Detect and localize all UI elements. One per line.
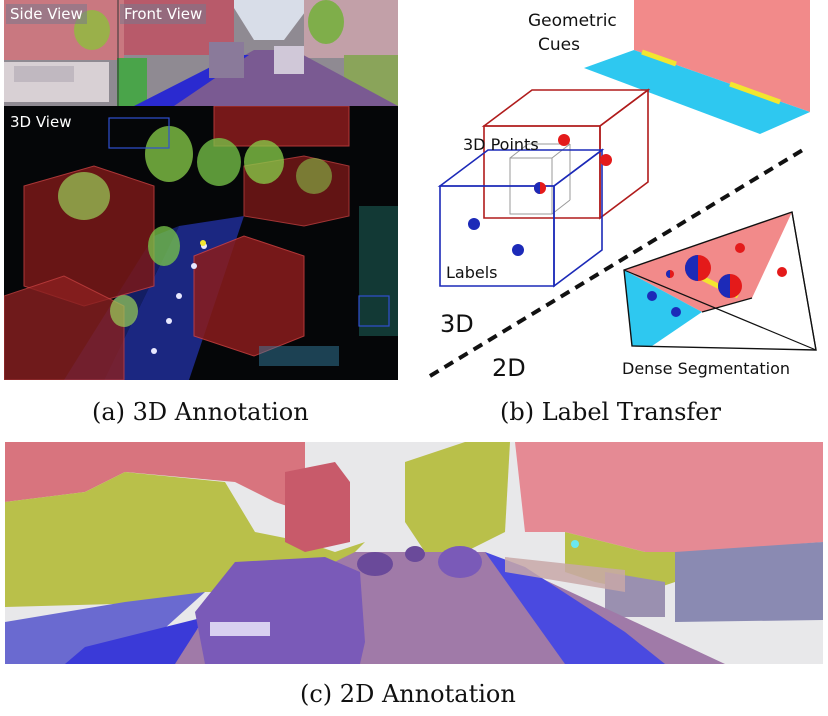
wall-cue <box>634 0 810 112</box>
3d-2d-separator <box>428 146 808 378</box>
main-car <box>195 557 365 664</box>
panel-c-segmentation-image <box>5 442 823 664</box>
dense-seg-label: Dense Segmentation <box>622 359 790 378</box>
geometric-cues-label-1: Geometric <box>528 11 617 31</box>
front-view-label: Front View <box>120 4 207 24</box>
ground-cue <box>584 50 810 134</box>
label-3d: 3D <box>440 310 474 338</box>
3d-view-label: 3D View <box>10 113 72 131</box>
caption-c: (c) 2D Annotation <box>300 680 516 708</box>
dense-segmentation-plane <box>623 211 817 351</box>
points-label: 3D Points <box>463 135 539 154</box>
labels-cube <box>437 148 605 288</box>
points-cube <box>481 88 651 220</box>
caption-a: (a) 3D Annotation <box>92 398 309 426</box>
geometric-cues-label-2: Cues <box>538 35 580 55</box>
label-2d: 2D <box>492 354 526 382</box>
caption-b: (b) Label Transfer <box>500 398 721 426</box>
3d-point-cloud-view <box>4 106 398 380</box>
labels-label: Labels <box>446 263 498 282</box>
label-transfer-diagram: Geometric Cues 3D Points Labels 3D 2D <box>428 0 817 382</box>
side-view-label: Side View <box>6 4 87 24</box>
panel-a-image: Side View Front View 3D View <box>4 0 398 380</box>
